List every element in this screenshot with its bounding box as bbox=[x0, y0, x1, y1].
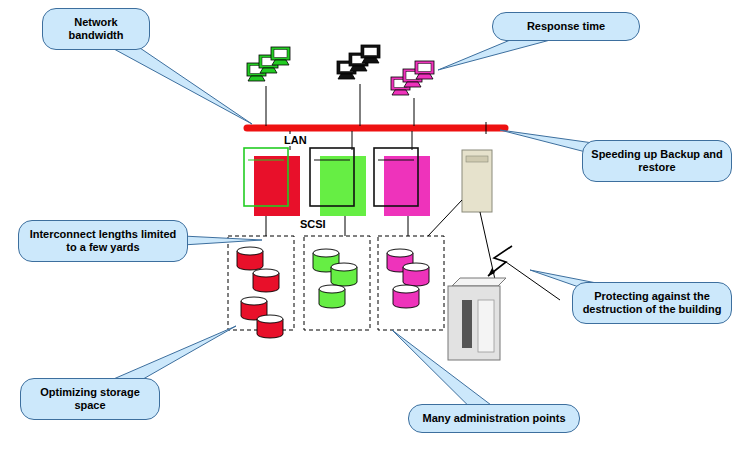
callout-bubble: Interconnect lengths limited to a few ya… bbox=[18, 220, 188, 262]
callout-bubble: Speeding up Backup and restore bbox=[582, 140, 732, 182]
callout-text: Protecting against the destruction of th… bbox=[581, 290, 723, 316]
callout-text: Interconnect lengths limited to a few ya… bbox=[27, 228, 179, 254]
callout-text: Network bandwidth bbox=[51, 16, 141, 42]
callout-text: Response time bbox=[501, 20, 631, 33]
callout-bubble: Many administration points bbox=[408, 404, 580, 433]
callout-text: Many administration points bbox=[417, 412, 571, 425]
callout-bubble: Response time bbox=[492, 12, 640, 41]
bus-label: SCSI bbox=[298, 218, 328, 230]
callout-bubble: Network bandwidth bbox=[42, 8, 150, 50]
callout-bubble: Optimizing storage space bbox=[20, 378, 160, 420]
callout-text: Optimizing storage space bbox=[29, 386, 151, 412]
bus-label: LAN bbox=[282, 134, 309, 146]
callout-bubble: Protecting against the destruction of th… bbox=[572, 282, 732, 324]
callout-text: Speeding up Backup and restore bbox=[591, 148, 723, 174]
